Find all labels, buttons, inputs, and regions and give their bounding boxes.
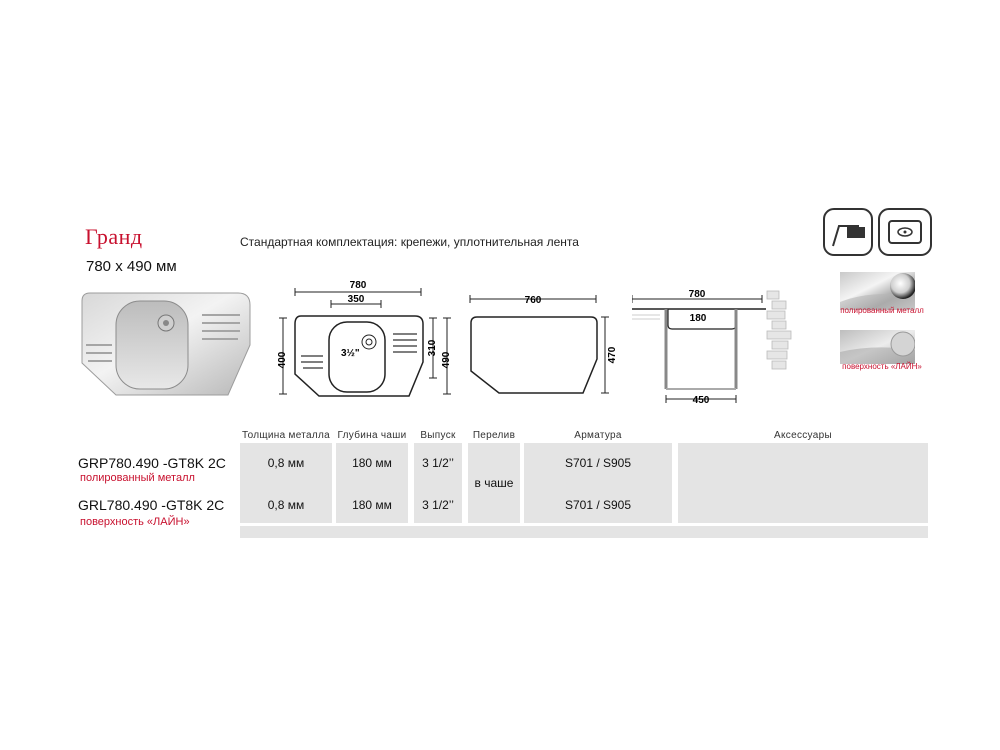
- row1-finish: полированный металл: [80, 472, 195, 484]
- dim-760: 760: [525, 295, 542, 306]
- header-thickness: Толщина металла: [241, 430, 331, 441]
- cell-thickness: [240, 443, 332, 523]
- overflow-value: в чаше: [474, 476, 514, 490]
- row2-outlet: 3 1/2’’: [422, 498, 454, 512]
- product-title: Гранд: [85, 224, 143, 249]
- row1-thickness: 0,8 мм: [267, 456, 305, 470]
- dim-780: 780: [350, 280, 367, 291]
- row1-model: GRP780.490 -GT8K 2C: [78, 455, 226, 471]
- outlet-label: 3½": [341, 348, 360, 359]
- dim-180: 180: [690, 313, 707, 324]
- dim-400: 400: [277, 351, 288, 368]
- cell-outlet: [414, 443, 462, 523]
- undermount-install-icon: [878, 208, 932, 256]
- polished-metal-swatch: [840, 272, 915, 310]
- overmount-install-icon: [823, 208, 873, 256]
- row2-finish: поверхность «ЛАЙН»: [80, 516, 190, 528]
- row1-fittings: S701 / S905: [564, 456, 632, 470]
- cell-fittings: [524, 443, 672, 523]
- wall-bricks: [766, 290, 792, 370]
- install-icons: [823, 208, 932, 256]
- row2-model: GRL780.490 -GT8K 2C: [78, 497, 225, 513]
- cell-accessories: [678, 443, 928, 523]
- line-surface-swatch: [840, 330, 915, 364]
- row2-fittings: S701 / S905: [564, 498, 632, 512]
- header-accessories: Аксессуары: [774, 430, 832, 441]
- polished-metal-label: полированный металл: [840, 306, 924, 315]
- cutout-drawing: 760 470: [469, 295, 618, 394]
- top-view-drawing: 780 350 400 310 490 3½": [277, 280, 452, 397]
- header-outlet: Выпуск: [420, 430, 456, 441]
- standard-kit-text: Стандартная комплектация: крепежи, уплот…: [240, 235, 579, 249]
- section-drawing: 780 180 450: [632, 289, 792, 405]
- dim-310: 310: [427, 339, 438, 356]
- sink-photo: [81, 292, 251, 396]
- row1-outlet: 3 1/2’’: [422, 456, 454, 470]
- line-surface-label: поверхность «ЛАЙН»: [842, 362, 922, 371]
- cell-depth: [336, 443, 408, 523]
- header-overflow: Перелив: [472, 430, 516, 441]
- row2-thickness: 0,8 мм: [267, 498, 305, 512]
- table-footer-strip: [240, 526, 928, 538]
- cell-overflow: [468, 443, 520, 523]
- header-depth: Глубина чаши: [337, 430, 407, 441]
- row2-depth: 180 мм: [352, 498, 392, 512]
- dim-350: 350: [348, 294, 365, 305]
- dim-section-780: 780: [689, 289, 706, 300]
- dim-470: 470: [607, 346, 618, 363]
- row1-depth: 180 мм: [352, 456, 392, 470]
- dim-450: 450: [693, 395, 710, 405]
- product-size: 780 x 490 мм: [86, 258, 177, 275]
- header-fittings: Арматура: [574, 430, 622, 441]
- dim-490: 490: [441, 351, 452, 368]
